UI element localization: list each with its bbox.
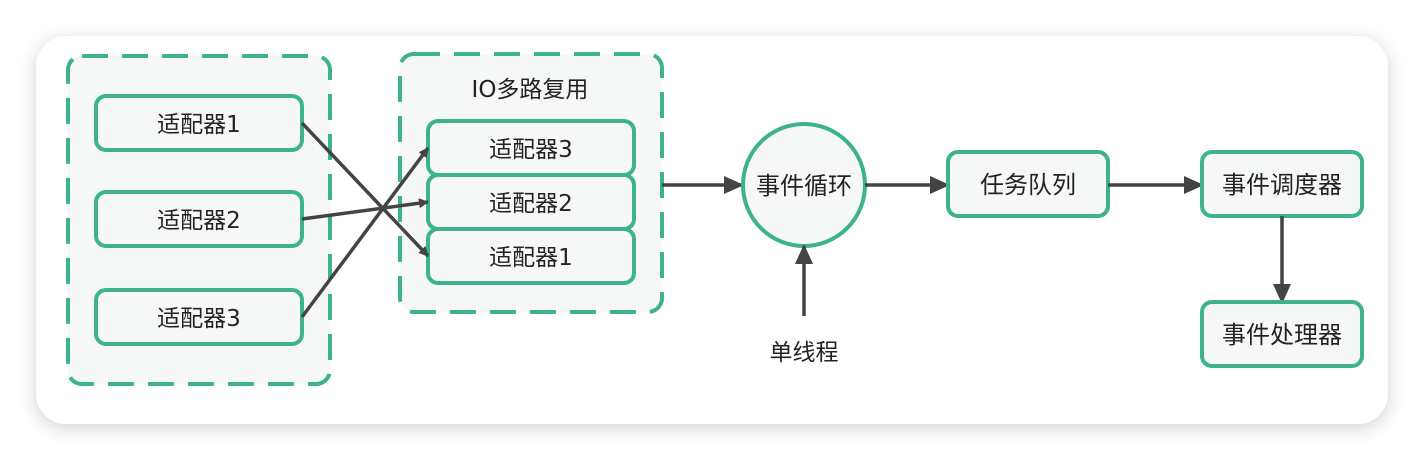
left-adapter-1-label: 适配器1 [157,112,241,138]
task-queue-node: 任务队列 [946,150,1110,218]
io-adapter-1-label: 适配器1 [489,245,573,271]
task-queue-label: 任务队列 [980,171,1076,199]
left-adapter-1: 适配器1 [94,94,304,152]
event-handler-node: 事件处理器 [1200,300,1364,368]
io-adapter-1: 适配器1 [426,227,636,285]
single-thread-label: 单线程 [770,340,839,366]
left-adapter-2-label: 适配器2 [157,208,241,234]
io-adapter-2-label: 适配器2 [489,191,573,217]
left-adapter-2: 适配器2 [94,190,304,248]
left-adapter-3-label: 适配器3 [157,306,241,332]
io-adapter-3: 适配器3 [426,119,636,177]
arrow-adapter1-to-io-adapter1 [300,121,430,258]
event-handler-label: 事件处理器 [1222,321,1342,349]
io-adapter-2: 适配器2 [426,173,636,231]
event-loop-node: 事件循环 [741,122,867,248]
event-dispatcher-node: 事件调度器 [1200,150,1364,218]
arrow-adapter3-to-io-adapter3 [300,146,430,319]
io-adapter-3-label: 适配器3 [489,137,573,163]
io-multiplex-title: IO多路复用 [472,77,589,103]
left-adapter-3: 适配器3 [94,288,304,346]
event-dispatcher-label: 事件调度器 [1222,171,1342,199]
arrow-adapter2-to-io-adapter2 [301,198,429,221]
event-loop-label: 事件循环 [756,172,852,200]
